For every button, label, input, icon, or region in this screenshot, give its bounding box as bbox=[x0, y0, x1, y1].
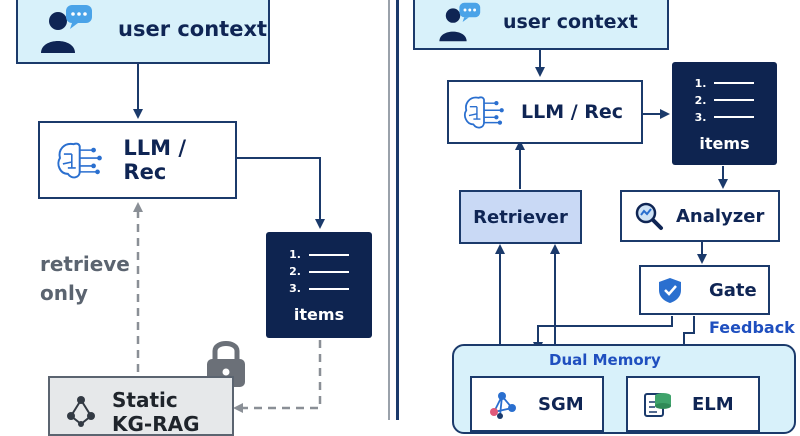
panel-divider-right bbox=[396, 0, 399, 420]
list-item: 2. bbox=[695, 92, 755, 109]
graph-tree-icon bbox=[67, 396, 95, 427]
brain-circuit-icon bbox=[464, 96, 504, 129]
elm-box: ELM bbox=[626, 376, 760, 432]
list-item: 1. bbox=[695, 75, 755, 92]
retriever-label: Retriever bbox=[473, 206, 568, 228]
llm-rec-label-right: LLM / Rec bbox=[521, 101, 624, 123]
items-list-right: 1. 2. 3. items bbox=[672, 62, 777, 165]
static-sub-label: KG-RAG bbox=[112, 412, 200, 436]
sgm-label: SGM bbox=[538, 393, 584, 415]
user-chat-icon bbox=[439, 2, 481, 42]
static-kg-rag-box: Static KG-RAG bbox=[48, 376, 234, 436]
dual-memory-label: Dual Memory bbox=[547, 351, 663, 369]
user-chat-icon bbox=[41, 5, 92, 53]
feedback-label: Feedback bbox=[709, 318, 795, 337]
arrow-gate-to-sgm bbox=[533, 316, 673, 352]
items-label-right: items bbox=[699, 133, 750, 153]
arrow-llm-to-items-left bbox=[236, 157, 325, 229]
gate-box: Gate bbox=[639, 265, 770, 315]
analyzer-box: Analyzer bbox=[620, 190, 780, 242]
database-doc-icon bbox=[644, 393, 671, 417]
llm-rec-label-left: LLM / Rec bbox=[123, 136, 187, 184]
brain-circuit-icon bbox=[57, 142, 102, 179]
ranked-list-right: 1. 2. 3. bbox=[695, 75, 755, 126]
node-graph-icon bbox=[490, 392, 516, 419]
user-context-label-left: user context bbox=[118, 17, 268, 41]
panel-divider-left bbox=[388, 0, 390, 420]
list-item: 3. bbox=[695, 109, 755, 126]
list-item: 2. bbox=[289, 263, 349, 280]
sgm-box: SGM bbox=[470, 376, 604, 432]
retriever-box: Retriever bbox=[459, 190, 582, 244]
retrieve-only-label: retrieve only bbox=[40, 252, 130, 305]
gate-label: Gate bbox=[709, 279, 757, 301]
items-label-left: items bbox=[293, 305, 345, 324]
analyzer-label: Analyzer bbox=[676, 205, 765, 227]
llm-rec-box-right: LLM / Rec bbox=[447, 80, 643, 144]
elm-label: ELM bbox=[692, 393, 734, 415]
llm-rec-box-left: LLM / Rec bbox=[38, 121, 237, 199]
ranked-list-left: 1. 2. 3. bbox=[289, 246, 349, 297]
user-context-label-right: user context bbox=[503, 11, 638, 33]
list-item: 1. bbox=[289, 246, 349, 263]
items-list-left: 1. 2. 3. items bbox=[266, 232, 372, 338]
shield-check-icon bbox=[659, 278, 681, 303]
static-label: Static bbox=[112, 388, 178, 412]
user-context-box-left: user context bbox=[16, 0, 270, 64]
list-item: 3. bbox=[289, 280, 349, 297]
magnifier-icon bbox=[635, 202, 663, 230]
user-context-box-right: user context bbox=[413, 0, 669, 50]
